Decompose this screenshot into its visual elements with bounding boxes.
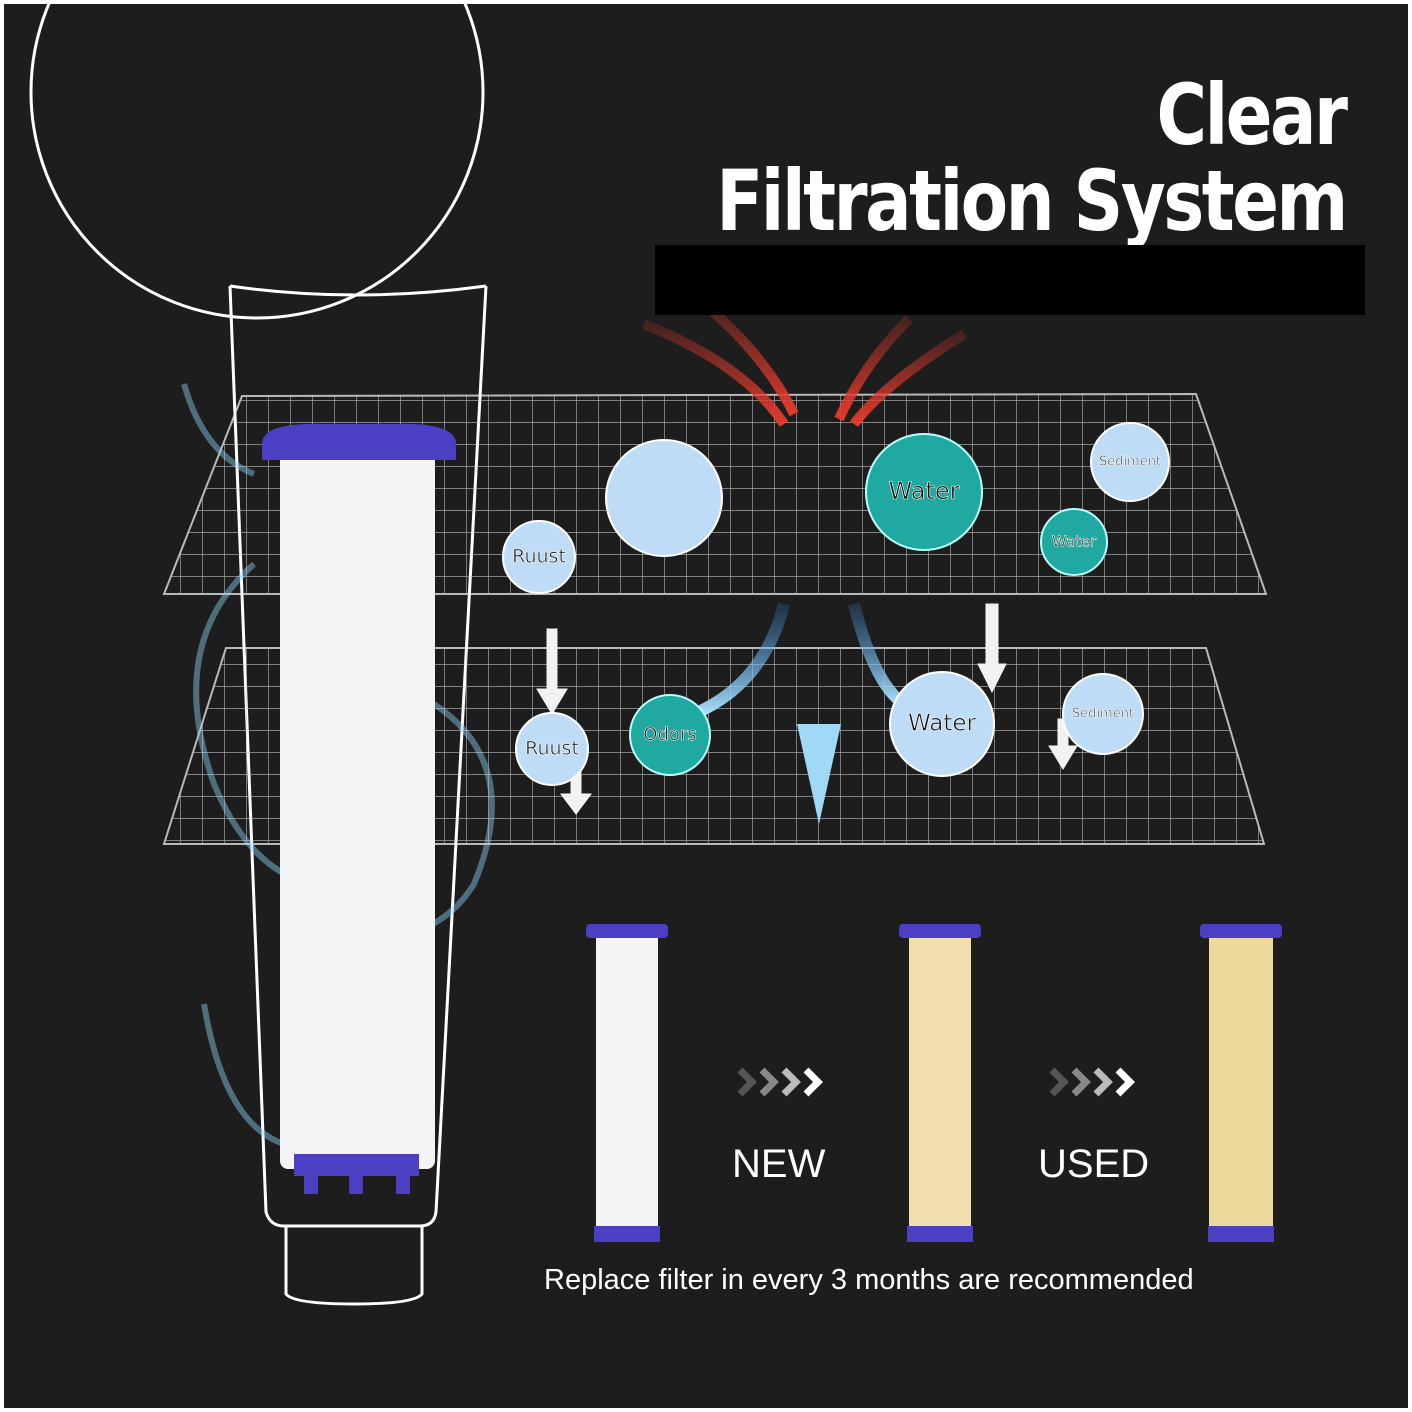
filter-new — [586, 924, 668, 1242]
filter-used — [1200, 924, 1282, 1242]
bubble: Ruust — [502, 520, 576, 594]
shower-head-outline — [29, 4, 488, 1306]
svg-text:Water: Water — [889, 477, 960, 505]
bubble: Odors — [629, 694, 711, 776]
filter-partially-used — [899, 924, 981, 1242]
headline-line-2: Filtration System — [716, 152, 1348, 250]
filter-layer-lower — [162, 647, 1266, 845]
chevrons-icon — [737, 1067, 823, 1097]
bubble: Water — [865, 433, 983, 551]
svg-text:Water: Water — [908, 711, 977, 737]
used-label: USED — [1038, 1142, 1150, 1186]
bubble — [605, 439, 723, 557]
white-down-arrows — [536, 603, 1078, 815]
new-label: NEW — [732, 1142, 826, 1186]
bubble: Water — [889, 671, 995, 777]
svg-text:Ruust: Ruust — [525, 738, 579, 760]
svg-text:Water: Water — [1052, 533, 1097, 551]
headline-line-1: Clear — [1156, 66, 1348, 164]
blue-arrow-head — [797, 724, 841, 824]
svg-text:Ruust: Ruust — [512, 546, 566, 568]
red-inflow-arrows — [642, 300, 967, 469]
main-filter-cartridge — [262, 424, 456, 1194]
svg-text:Sediment: Sediment — [1099, 455, 1161, 470]
illustration: Ruust Water Sediment Water Ruust Odors W… — [29, 4, 1282, 1306]
chevrons-icon — [1049, 1067, 1135, 1097]
svg-text:Odors: Odors — [643, 724, 696, 745]
bubble: Ruust — [515, 712, 589, 786]
replacement-caption: Replace filter in every 3 months are rec… — [544, 1264, 1194, 1296]
svg-text:Sediment: Sediment — [1072, 707, 1134, 722]
bubble: Water — [1040, 508, 1108, 576]
bubble: Sediment — [1062, 673, 1144, 755]
product-image: Ruust Water Sediment Water Ruust Odors W… — [4, 4, 1408, 1408]
bubble: Sediment — [1090, 422, 1170, 502]
redaction-bar — [655, 245, 1365, 315]
